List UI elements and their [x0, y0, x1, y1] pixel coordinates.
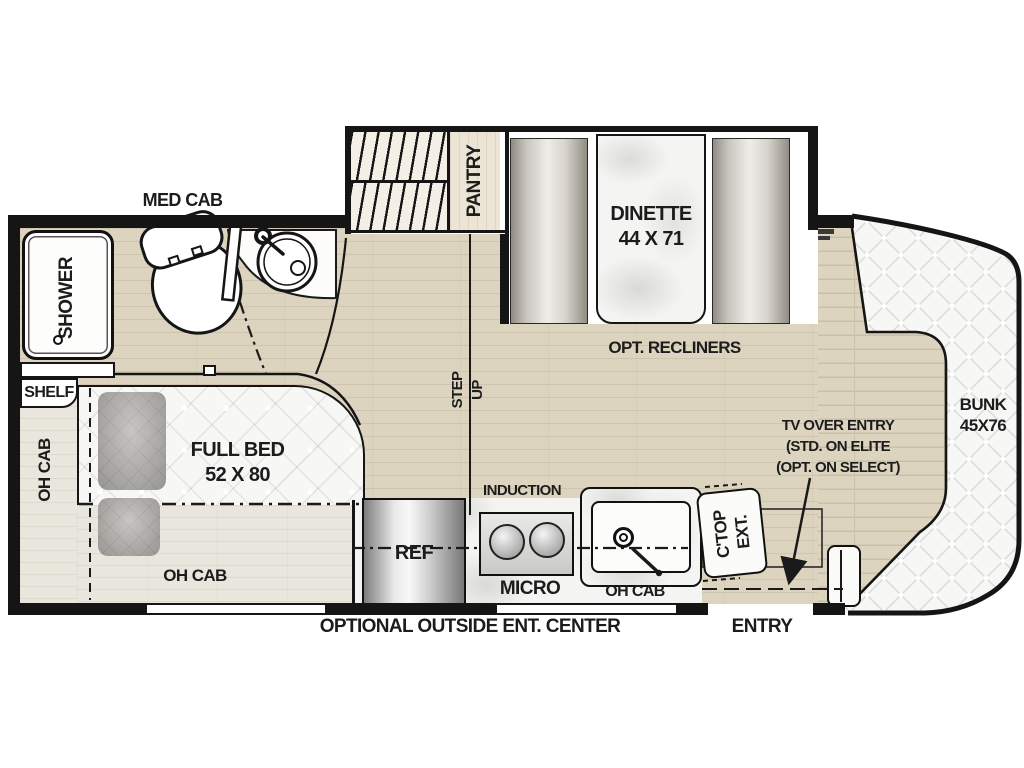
- induction-label: INDUCTION: [483, 482, 562, 499]
- pantry-wall-top: [345, 126, 505, 132]
- bed-pillow-top: [98, 392, 166, 490]
- pantry-wall-bottom: [345, 230, 505, 233]
- shelf-label: SHELF: [24, 384, 74, 401]
- pantry-wall-left: [345, 126, 351, 234]
- dinette-name: DINETTE: [610, 203, 692, 225]
- wall-bottom-compartment-2: [495, 603, 678, 615]
- shower-drain-icon: [53, 335, 63, 345]
- kitchen-sink-basin: [591, 501, 691, 573]
- step-word: STEP: [449, 371, 466, 409]
- dinette-bench-left: [510, 138, 588, 324]
- dinette-slide-wall-top: [500, 126, 818, 132]
- step-up-label: STEP UP: [448, 360, 492, 420]
- tv-note-line1: TV OVER ENTRY: [781, 417, 895, 434]
- burner-right-icon: [529, 522, 565, 558]
- wall-bottom-compartment-1: [145, 603, 327, 615]
- wall-bottom-1: [8, 603, 145, 615]
- outside-ent-center-label: OPTIONAL OUTSIDE ENT. CENTER: [319, 616, 621, 637]
- oh-cab-foot-label: OH CAB: [163, 566, 227, 585]
- dinette-table: [596, 134, 706, 324]
- dinette-label: DINETTE 44 X 71: [598, 202, 704, 252]
- micro-label: MICRO: [499, 578, 561, 599]
- refrigerator: [362, 498, 466, 606]
- wall-bottom-2: [327, 603, 495, 615]
- wall-bottom-3: [678, 603, 708, 615]
- full-bed-label: FULL BED 52 X 80: [155, 438, 320, 488]
- up-word: UP: [469, 380, 486, 400]
- opt-recliners-label: OPT. RECLINERS: [608, 338, 741, 357]
- tv-note-line3: (OPT. ON SELECT): [776, 459, 900, 476]
- wall-top-left: [8, 215, 345, 228]
- dinette-slide-wall-right: [808, 126, 818, 230]
- wall-left: [8, 215, 20, 615]
- dinette-size: 44 X 71: [618, 228, 684, 250]
- kitchen-faucet-icon: [613, 527, 634, 548]
- med-cab-label: MED CAB: [142, 190, 223, 210]
- shelf-strip: [20, 362, 115, 378]
- tv-note-label: TV OVER ENTRY (STD. ON ELITE (OPT. ON SE…: [753, 415, 923, 478]
- entry-step-landing: [827, 545, 861, 607]
- pantry-divider: [447, 132, 450, 230]
- wall-bottom-entry-right: [813, 603, 845, 615]
- galley-counter-edge: [352, 500, 355, 604]
- oh-cab-side-label: OH CAB: [35, 438, 54, 502]
- oh-cab-galley-label: OH CAB: [605, 583, 665, 600]
- bed-size: 52 X 80: [205, 464, 270, 486]
- wardrobe-rod: [351, 180, 447, 183]
- bed-name: FULL BED: [190, 439, 285, 461]
- ref-label: REF: [394, 542, 434, 564]
- oh-cab-side-strip: [20, 382, 77, 604]
- bunk-size: 45X76: [959, 416, 1007, 435]
- wardrobe-hatch-bottom: [351, 183, 447, 230]
- dinette-bench-right: [712, 138, 790, 324]
- wall-top-right-stub: [818, 215, 854, 228]
- entry-label: ENTRY: [731, 616, 793, 637]
- burner-left-icon: [489, 524, 525, 560]
- wardrobe-hatch-top: [351, 132, 447, 180]
- bunk-name: BUNK: [959, 395, 1007, 414]
- pantry-label: PANTRY: [464, 144, 485, 218]
- tv-note-line2: (STD. ON ELITE: [785, 438, 891, 455]
- pantry-interior: [450, 132, 500, 230]
- shower: SHOWER: [22, 230, 114, 360]
- bunk-label: BUNK 45X76: [941, 394, 1024, 436]
- shelf-box: SHELF: [20, 378, 78, 408]
- bed-pillow-bottom: [98, 498, 160, 556]
